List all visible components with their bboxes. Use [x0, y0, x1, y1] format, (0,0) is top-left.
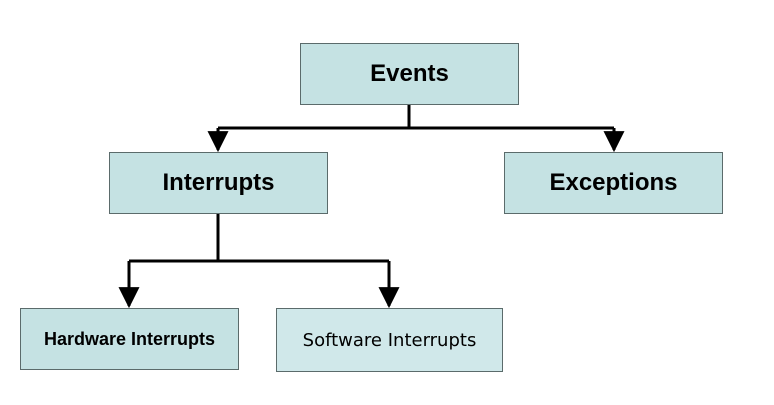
events-connector: [207, 104, 625, 153]
interrupts-connector: [118, 213, 400, 309]
exceptions-label: Exceptions: [549, 169, 678, 196]
interrupts-node: Interrupts: [109, 152, 328, 214]
hardware-interrupts-node: Hardware Interrupts: [20, 308, 239, 370]
events-label: Events: [370, 60, 449, 87]
software-interrupts-label: Software Interrupts: [302, 329, 477, 351]
software-interrupts-node: Software Interrupts: [276, 308, 503, 372]
exceptions-node: Exceptions: [504, 152, 723, 214]
events-node: Events: [300, 43, 519, 105]
hardware-interrupts-label: Hardware Interrupts: [43, 328, 216, 349]
interrupts-label: Interrupts: [162, 169, 275, 196]
